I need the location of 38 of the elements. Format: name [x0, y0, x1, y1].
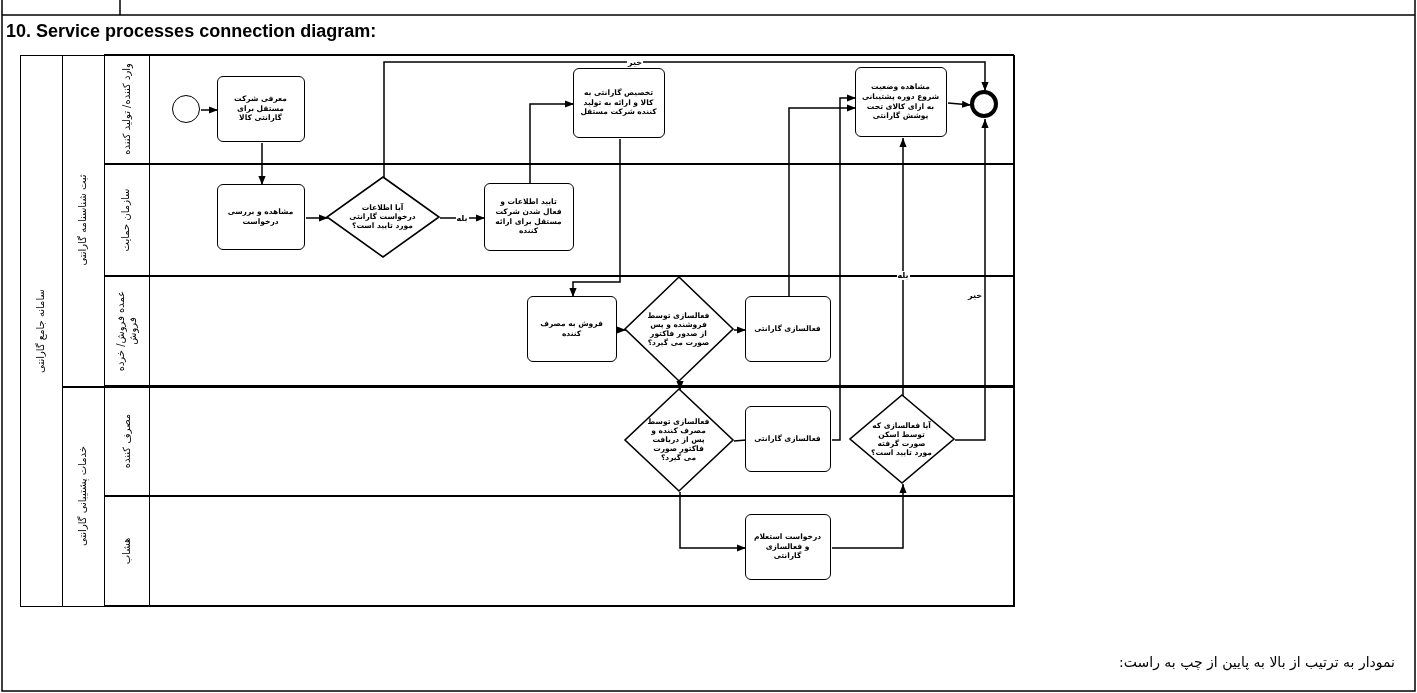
arrow	[831, 483, 907, 549]
pool	[20, 55, 1015, 607]
edge-label: بله	[896, 270, 910, 280]
swimlane	[104, 386, 1014, 496]
swimlane	[104, 54, 1014, 164]
arrow	[200, 106, 219, 114]
lane-label: عمده فروش/ خرده فروش	[113, 289, 140, 373]
caption: نمودار به ترتیب از بالا به پایین از چپ به راست:	[1119, 654, 1395, 670]
arrow	[383, 61, 989, 179]
arrow	[679, 491, 747, 552]
end-event	[969, 89, 998, 118]
arrow	[569, 138, 621, 298]
lane-label: سازمان حمایت	[119, 187, 133, 253]
arrow	[788, 104, 857, 298]
lane-label: هشاب	[119, 536, 133, 566]
arrow	[439, 214, 486, 222]
arrow	[258, 142, 266, 186]
edge-label: بله	[455, 213, 469, 223]
arrow	[831, 94, 857, 441]
arrow	[676, 381, 684, 391]
arrow	[733, 326, 747, 334]
group-label: خدمات پشتیبانی گارانتی	[75, 444, 90, 549]
start-event	[171, 94, 200, 123]
arrow	[529, 100, 575, 185]
arrow	[617, 326, 627, 334]
lane-group	[61, 386, 1015, 607]
lane-label: مصرف کننده	[119, 412, 133, 470]
heading: 10. Service processes connection diagram:	[6, 21, 377, 42]
arrow	[947, 100, 972, 108]
pool-label: سامانه جامع گارانتی	[33, 287, 48, 375]
lane-label: وارد کننده/ تولید کننده	[119, 61, 134, 157]
lane-group	[61, 54, 1015, 387]
arrow	[305, 214, 329, 222]
group-label: ثبت شناسنامه گارانتی	[75, 173, 89, 268]
connector-line	[733, 439, 747, 442]
arrow	[899, 137, 907, 397]
swimlane	[104, 496, 1014, 606]
arrow	[954, 118, 989, 441]
